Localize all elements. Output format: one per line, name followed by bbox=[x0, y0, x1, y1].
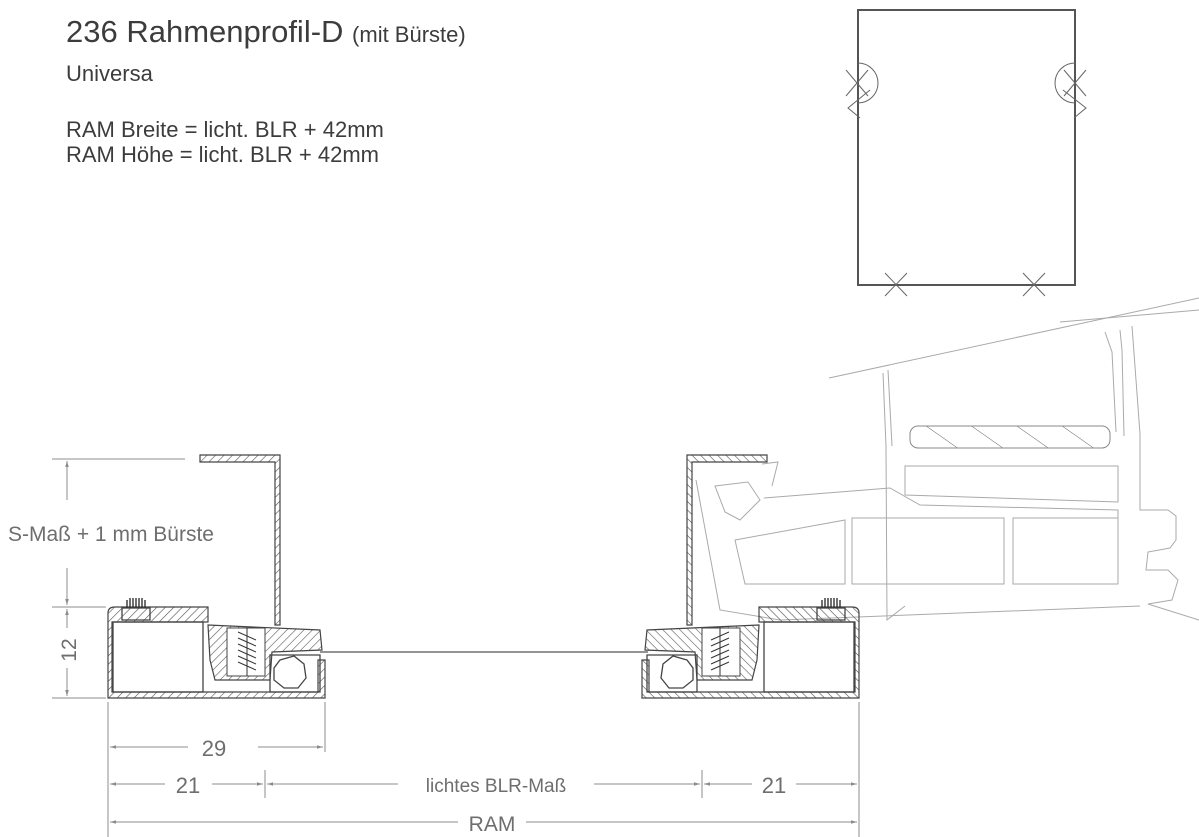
dim-21-left-label: 21 bbox=[176, 773, 200, 798]
formula-height: RAM Höhe = licht. BLR + 42mm bbox=[66, 142, 380, 167]
dim-s-mass-label: S-Maß + 1 mm Bürste bbox=[8, 523, 214, 546]
dimensions bbox=[52, 458, 860, 837]
bottom-marker-right-icon bbox=[1022, 272, 1046, 297]
formula-width: RAM Breite = licht. BLR + 42mm bbox=[66, 117, 384, 142]
title-main: 236 Rahmenprofil-D bbox=[66, 14, 344, 49]
dim-ram-label: RAM bbox=[469, 813, 516, 836]
dim-12-label: 12 bbox=[58, 638, 81, 661]
bottom-marker-left-icon bbox=[884, 272, 908, 297]
dim-21-right-label: 21 bbox=[762, 773, 786, 798]
dim-29-label: 29 bbox=[202, 736, 226, 761]
page-subtitle: Universa bbox=[66, 61, 153, 86]
page-title: 236 Rahmenprofil-D (mit Bürste) bbox=[66, 14, 466, 50]
frame-profile-left bbox=[107, 454, 326, 699]
window-profile bbox=[695, 297, 1199, 622]
frame-schematic bbox=[845, 9, 1087, 297]
dim-lichtes-label: lichtes BLR-Maß bbox=[426, 776, 566, 797]
frame-profile-right bbox=[641, 454, 860, 699]
hinge-left-icon bbox=[845, 62, 879, 119]
frame-outline bbox=[857, 9, 1076, 286]
title-note: (mit Bürste) bbox=[352, 22, 466, 47]
hinge-right-icon bbox=[1054, 62, 1087, 119]
